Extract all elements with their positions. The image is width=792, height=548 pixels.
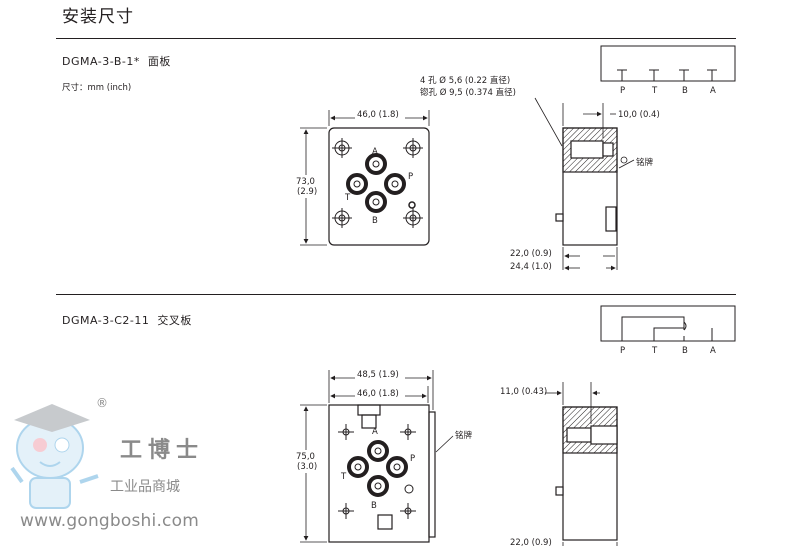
s1-symbol-port-t: T: [652, 86, 658, 96]
s1-symbol-port-a: A: [710, 86, 716, 96]
s2-side-top-dim: 11,0 (0.43): [500, 387, 548, 397]
s2-height-dim-mm: 75,0: [296, 452, 315, 462]
s2-port-t-label: T: [341, 472, 347, 482]
s2-front-plate: [328, 404, 436, 543]
s1-front-plate: [328, 127, 430, 246]
watermark-url: www.gongboshi.com: [20, 511, 199, 531]
hole-note-1: 4 孔 Ø 5,6 (0.22 直径): [420, 76, 511, 86]
watermark-mascot: [10, 404, 99, 509]
s1-nameplate-label: 铭牌: [636, 158, 654, 168]
s1-side-dim-1: 22,0 (0.9): [510, 249, 552, 259]
s2-height-dim-in: (3.0): [297, 462, 318, 472]
s1-symbol-port-p: P: [620, 86, 626, 96]
s2-nameplate-label: 铭牌: [455, 431, 473, 441]
s2-port-b-label: B: [371, 501, 377, 511]
s2-side-dimensions: [545, 382, 618, 546]
s2-side-bottom-dim: 22,0 (0.9): [510, 538, 552, 548]
s2-mounting-holes: [338, 424, 416, 519]
s1-port-p-label: P: [408, 172, 414, 182]
s1-port-b-label: B: [372, 216, 378, 226]
s1-height-dim-in: (2.9): [297, 187, 318, 197]
hole-note-2: 锪孔 Ø 9,5 (0.374 直径): [420, 88, 516, 98]
s2-dimension-lines: [300, 370, 454, 543]
section-divider-top: [56, 38, 736, 39]
s1-height-dim-mm: 73,0: [296, 177, 315, 187]
s2-symbol-port-p: P: [620, 346, 626, 356]
watermark-brand: 工博士: [120, 438, 205, 463]
s2-ports: [347, 440, 408, 497]
s1-mounting-holes: [332, 138, 423, 228]
units-note: 尺寸：mm (inch): [62, 83, 132, 93]
s1-side-dim-2: 24,4 (1.0): [510, 262, 552, 272]
watermark-registered-mark: ®: [96, 396, 108, 410]
s2-hydraulic-symbol: [600, 305, 736, 342]
s1-width-dim: 46,0 (1.8): [357, 110, 399, 120]
section-divider-middle: [56, 294, 736, 295]
s1-symbol-port-b: B: [682, 86, 688, 96]
s1-dimension-lines: [300, 110, 430, 246]
section2-model-type: 交叉板: [157, 314, 192, 327]
s1-hydraulic-symbol: [600, 45, 736, 82]
s2-symbol-port-t: T: [652, 346, 658, 356]
s1-port-t-label: T: [345, 193, 351, 203]
s2-side-view: [555, 406, 618, 541]
section1-model-type: 面板: [147, 55, 171, 68]
s2-symbol-port-b: B: [682, 346, 688, 356]
s1-port-a-label: A: [372, 147, 378, 157]
section1-model: DGMA-3-B-1* 面板: [62, 53, 171, 69]
s1-side-dimensions: [534, 97, 635, 271]
section1-model-code: DGMA-3-B-1*: [62, 55, 140, 68]
section2-model-code: DGMA-3-C2-11: [62, 314, 150, 327]
s2-width-inner-dim: 46,0 (1.8): [357, 389, 399, 399]
s2-symbol-port-a: A: [710, 346, 716, 356]
watermark-tagline: 工业品商城: [110, 479, 180, 495]
s1-side-top-dim: 10,0 (0.4): [618, 110, 660, 120]
s2-port-p-label: P: [410, 454, 416, 464]
s2-port-a-label: A: [372, 427, 378, 437]
s2-width-outer-dim: 48,5 (1.9): [357, 370, 399, 380]
s1-ports: [346, 153, 416, 213]
s1-side-view: [555, 127, 618, 246]
section2-model: DGMA-3-C2-11 交叉板: [62, 312, 192, 328]
page-title: 安装尺寸: [62, 7, 134, 27]
